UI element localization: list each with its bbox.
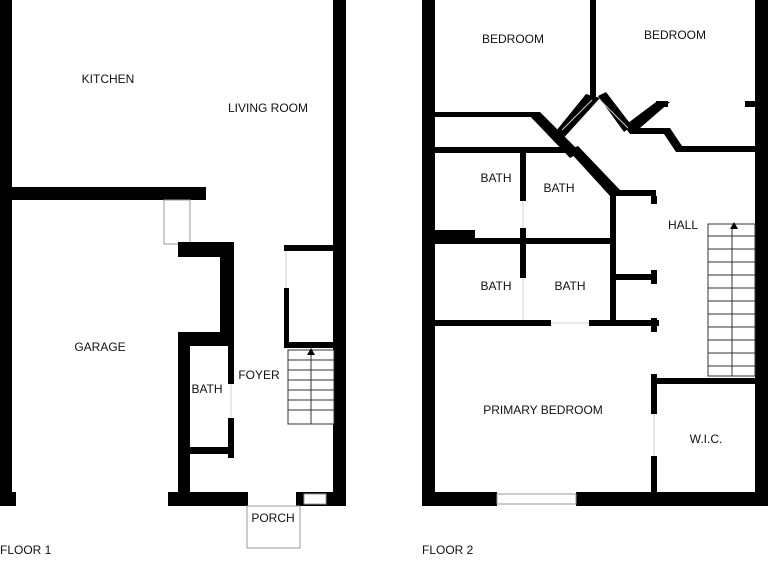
- floor2-wall-west: [422, 0, 435, 506]
- floor1-wall-bath-north: [178, 332, 234, 346]
- floor2-wall-south-left: [422, 492, 497, 506]
- floor-1-plan: KITCHEN LIVING ROOM GARAGE BATH FOYER PO…: [0, 0, 346, 557]
- floor1-stair-arrow: [307, 348, 315, 355]
- floor1-garage-door-frame: [163, 199, 191, 245]
- floor2-wall-bath-mid: [435, 238, 613, 244]
- floor2-wall-bath-stub: [435, 230, 475, 244]
- floor1-wall-bath-west: [178, 332, 190, 506]
- floor1-porch-window: [303, 493, 327, 505]
- floor1-wall-garage-north: [12, 187, 206, 200]
- floor2-wall-bedroom-right-closet: [745, 101, 757, 107]
- floor-2-plan: BEDROOM BEDROOM BATH BATH BATH BATH HALL…: [422, 0, 768, 557]
- room-label-bath-3: BATH: [480, 279, 511, 293]
- room-label-bedroom-right: BEDROOM: [644, 28, 706, 42]
- floor1-wall-closet-top: [284, 245, 334, 251]
- floor2-wall-bath-divider-v2: [520, 228, 526, 278]
- floor2-wall-linen-east-3: [651, 318, 657, 332]
- floor2-stair-treads: [708, 228, 755, 376]
- floor2-stair-arrow: [730, 222, 738, 229]
- floor1-stair-treads: [288, 352, 334, 424]
- room-label-wic: W.I.C.: [690, 432, 723, 446]
- room-label-bath-1: BATH: [480, 171, 511, 185]
- floor2-primary-window: [496, 493, 577, 505]
- room-label-kitchen: KITCHEN: [82, 72, 135, 86]
- floor2-wall-bedroom-divider: [590, 0, 596, 98]
- floor2-wall-bedroom-right-top: [656, 101, 668, 107]
- floor1-wall-bath-south: [190, 447, 234, 454]
- floor2-bedroom-door-right: [599, 99, 629, 129]
- floor2-wall-bath-lower-right: [589, 320, 659, 326]
- room-label-garage: GARAGE: [74, 340, 125, 354]
- floor1-porch-outline: [246, 505, 301, 549]
- floor2-wall-angled-hall: [568, 146, 620, 196]
- floor2-bedroom-door-left: [561, 99, 593, 131]
- floor-1-label: FLOOR 1: [0, 543, 52, 557]
- floor2-wall-wic-top: [651, 378, 755, 384]
- room-label-living-room: LIVING ROOM: [228, 101, 308, 115]
- floor2-wall-wic-west-lower: [651, 456, 657, 496]
- floor2-wall-east: [755, 0, 768, 506]
- floor2-wall-bedroom-left-closet: [435, 112, 535, 117]
- room-label-hall: HALL: [668, 218, 698, 232]
- floor1-wall-garage-east: [220, 242, 234, 346]
- floor2-wall-wic-west-upper: [651, 374, 657, 414]
- floor2-wall-linen-east-1: [651, 196, 657, 204]
- floor1-wall-bath-east-lower: [228, 418, 234, 458]
- floor-2-label: FLOOR 2: [422, 543, 474, 557]
- floor2-wall-right-closet: [624, 102, 755, 152]
- floor1-wall-closet-bottom: [284, 342, 334, 348]
- floor2-wall-angled-right: [598, 92, 632, 132]
- room-label-bath-2: BATH: [543, 181, 574, 195]
- floor2-wall-linen-east-2: [651, 270, 657, 284]
- room-label-primary-bedroom: PRIMARY BEDROOM: [483, 403, 603, 417]
- floor1-wall-bath-east-upper: [228, 346, 234, 384]
- floor1-wall-west: [0, 0, 12, 506]
- floor2-wall-linen-1: [616, 274, 656, 280]
- floor1-wall-south-left: [0, 492, 16, 506]
- room-label-bath: BATH: [191, 382, 222, 396]
- floor1-wall-east: [333, 0, 346, 506]
- room-label-foyer: FOYER: [238, 368, 280, 382]
- floor1-wall-closet-west: [284, 288, 289, 348]
- floor2-wall-south-right: [576, 492, 768, 506]
- floor2-wall-bath-top: [435, 147, 575, 153]
- floor2-wall-bath-divider-v1: [520, 153, 526, 201]
- room-label-bath-4: BATH: [554, 279, 585, 293]
- floor2-wall-bath-right: [610, 190, 616, 326]
- floor2-wall-bath-lower-left: [435, 320, 551, 326]
- floor2-wall-angled-center: [552, 94, 600, 142]
- floor2-wall-hall-top: [610, 190, 656, 196]
- room-label-porch: PORCH: [251, 511, 294, 525]
- room-label-bedroom-left: BEDROOM: [482, 32, 544, 46]
